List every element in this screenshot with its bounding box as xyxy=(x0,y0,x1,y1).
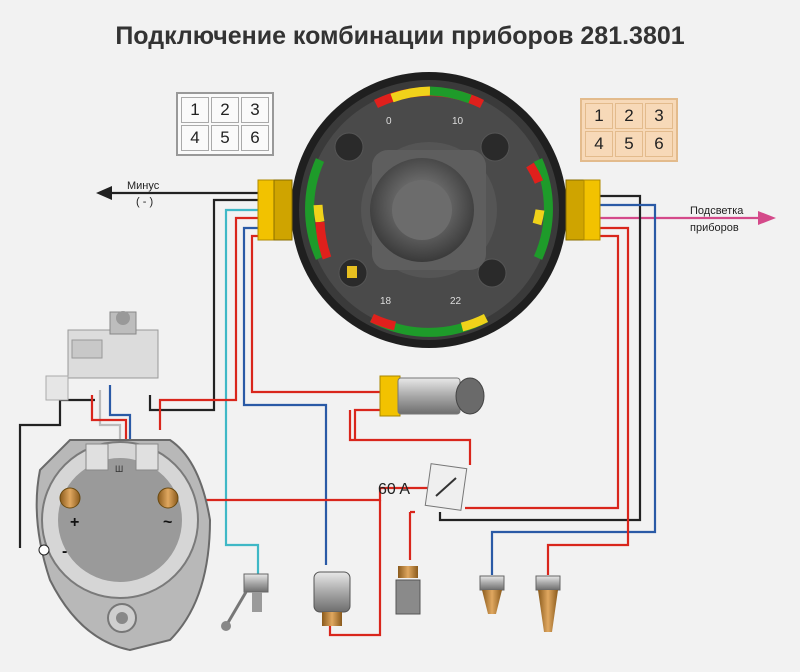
connector-pinout-right: 1 2 3 4 5 6 xyxy=(580,98,678,162)
alt-w-label: ~ xyxy=(163,514,172,531)
minus-sign-label: ( - ) xyxy=(136,196,153,208)
alt-w-terminal xyxy=(157,487,179,509)
gauge-top: 0 10 xyxy=(374,86,484,127)
wire-red-main xyxy=(158,216,262,430)
wire-black-right xyxy=(438,194,642,522)
pin-label: 6 xyxy=(645,131,673,157)
minus-arrow: Минус ( - ) xyxy=(96,180,160,208)
pin-label: 5 xyxy=(211,125,239,151)
connector-left xyxy=(257,179,293,241)
wire-blue-reg xyxy=(108,385,132,460)
pin-label: 2 xyxy=(615,103,643,129)
gauge-right xyxy=(526,158,553,260)
backlight-arrow: Подсветка приборов xyxy=(690,205,776,234)
page-title: Подключение комбинации приборов 281.3801 xyxy=(115,22,685,50)
pin-label: 4 xyxy=(181,125,209,151)
wire-red-bottom xyxy=(408,510,415,560)
pin-label: 5 xyxy=(615,131,643,157)
warning-lamp-icon xyxy=(334,132,364,162)
wire-cyan xyxy=(224,208,262,575)
alt-plus-terminal xyxy=(59,487,81,509)
pin-label: 6 xyxy=(241,125,269,151)
wire-red-right2 xyxy=(465,234,620,510)
alt-minus-label: - xyxy=(62,543,67,560)
connector-right xyxy=(565,179,601,241)
svg-text:18: 18 xyxy=(380,296,392,307)
svg-text:0: 0 xyxy=(386,116,392,127)
pin-label: 4 xyxy=(585,131,613,157)
pin-label: 2 xyxy=(211,97,239,123)
pin-label: 1 xyxy=(585,103,613,129)
wire-black-alt xyxy=(18,398,95,548)
svg-text:22: 22 xyxy=(450,296,462,307)
svg-text:10: 10 xyxy=(452,116,464,127)
alt-terminal-label: Ш xyxy=(115,464,123,474)
temperature-sender-3 xyxy=(535,575,561,632)
instrument-cluster: 0 10 18 22 xyxy=(291,72,567,348)
pin-label: 3 xyxy=(645,103,673,129)
starter-relay xyxy=(379,375,485,417)
minus-label: Минус xyxy=(127,180,160,192)
connector-pinout-left: 1 2 3 4 5 6 xyxy=(176,92,274,156)
wire-red-bottom-return xyxy=(328,500,382,637)
fuse-label: 60 A xyxy=(378,481,410,498)
wire-red-right xyxy=(546,226,630,575)
alternator: Ш + ~ - xyxy=(35,439,212,652)
sensor-switch xyxy=(221,573,269,631)
wire-black-ground xyxy=(148,198,262,412)
voltage-regulator xyxy=(45,311,159,401)
wire-red-fuse xyxy=(353,408,380,440)
backlight-label-2: приборов xyxy=(690,222,739,234)
wire-blue-right xyxy=(490,203,657,575)
alt-plus-label: + xyxy=(70,514,79,531)
temperature-sender-2 xyxy=(479,575,505,614)
warning-lamp-icon xyxy=(477,258,507,288)
pin-label: 1 xyxy=(181,97,209,123)
wire-red-gen xyxy=(250,234,420,394)
oil-pressure-sender xyxy=(313,571,351,626)
wire-blue-oil xyxy=(242,226,328,565)
wire-red-loop xyxy=(348,410,472,465)
gauge-bottom: 18 22 xyxy=(369,296,489,337)
warning-lamp-icon xyxy=(480,132,510,162)
temperature-sender-1 xyxy=(395,566,421,615)
fuse-60a: 60 A xyxy=(378,463,468,511)
gauge-left xyxy=(305,158,332,260)
backlight-label-1: Подсветка xyxy=(690,205,744,217)
pin-label: 3 xyxy=(241,97,269,123)
